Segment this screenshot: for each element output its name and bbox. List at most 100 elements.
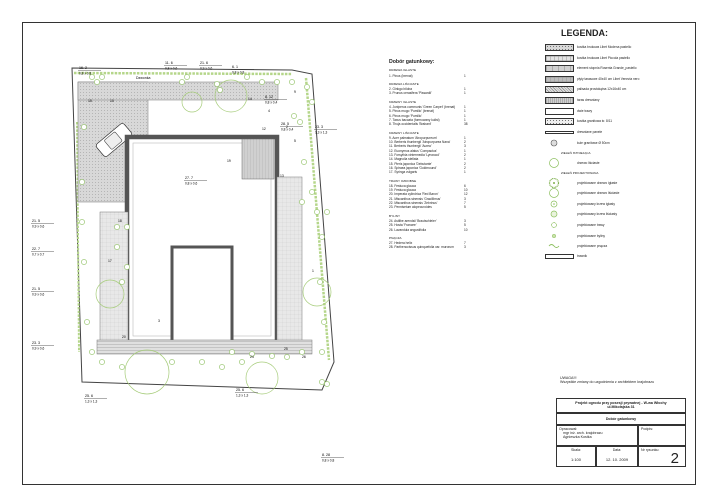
shrub-mark bbox=[309, 189, 315, 195]
shrub-mark bbox=[304, 84, 310, 90]
legend-hedge-label: trawnik bbox=[577, 253, 588, 258]
shrub-mark bbox=[84, 319, 90, 325]
shrub-mark bbox=[269, 353, 275, 359]
species-list-title: Dobór gatunkowy: bbox=[389, 59, 435, 65]
species-row: 3. Prunus cerasifera 'Pissardii'1 bbox=[372, 91, 472, 95]
species-name: 20. Imperata cylindrica 'Red Baron' bbox=[389, 192, 439, 197]
plant-tag-size: 0,8 x 0,8 bbox=[322, 459, 334, 463]
title-block-scale-cell: Skala: 1:100 bbox=[556, 446, 596, 467]
legend-label: dwie trawy bbox=[577, 108, 593, 113]
species-qty: 3 bbox=[464, 144, 466, 149]
plant-tag-code: 21. 5 bbox=[32, 287, 40, 291]
granite-ball-icon bbox=[550, 140, 558, 147]
shrub-mark bbox=[217, 87, 223, 93]
species-row: 21. Miscanthus sinensis 'Gracillimus' 3 bbox=[372, 197, 472, 201]
legend-swatch bbox=[545, 65, 574, 73]
plant-tag: 11. 60,8 x 0,6 bbox=[164, 61, 187, 71]
species-name: 12. Euonymus alatus 'Compactus' bbox=[389, 148, 437, 153]
shrub-mark bbox=[319, 379, 325, 385]
title-block-sheetno-cell: Nr rysunku: 2 bbox=[638, 446, 686, 467]
species-row: 28. Parthenocissus quinquefolia var. mur… bbox=[372, 245, 472, 249]
species-name: 18. Festuca glauca bbox=[389, 183, 416, 188]
title-block: Projekt ogrodu przy posesji prywatnej - … bbox=[556, 398, 686, 476]
legend-plant-label: projektowany krzew iglasty bbox=[577, 201, 615, 206]
plant-tag-code: 21. 6 bbox=[200, 61, 208, 65]
shrub-mark bbox=[299, 199, 305, 205]
species-name: 21. Miscanthus sinensis 'Gracillimus' bbox=[389, 196, 441, 201]
title-block-date-cell: Data: 12. 10. 2009 bbox=[596, 446, 638, 467]
shrub-mark bbox=[199, 359, 205, 365]
existing-trees bbox=[95, 79, 332, 395]
plant-tag-size: 0,8 x 0,8 bbox=[79, 72, 91, 76]
species-section-heading: DRZEWA IGLASTE bbox=[389, 68, 417, 73]
plant-number: 9 bbox=[294, 90, 296, 94]
site-plan-drawing: Dzwonka 16. 20,8 x 0,811. 60,8 x 0, bbox=[31, 61, 344, 463]
plant-tag-code: 25. 6 bbox=[85, 394, 93, 398]
species-name: 27. Hedera helix bbox=[389, 241, 413, 246]
species-row: 20. Imperata cylindrica 'Red Baron'12 bbox=[372, 192, 472, 196]
author-label: Opracował: bbox=[559, 427, 578, 431]
car-symbol bbox=[95, 123, 133, 157]
plant-tag: 8. 28 0,8 x 0,8 bbox=[321, 453, 344, 463]
sheet-no-label: Nr rysunku: bbox=[641, 448, 660, 452]
legend-plant-label: projektowany krzew liściasty bbox=[577, 212, 618, 217]
species-name: 9. Acer palmatum 'Atropurpureum' bbox=[389, 135, 438, 140]
species-name: 13. Forsythia xintermedia 'Lynwood' bbox=[389, 153, 440, 158]
legend-material-item: płyty tarasowe 40x40 cm Libet Venezia ne… bbox=[545, 75, 690, 86]
thuja-hedge-left bbox=[76, 121, 80, 353]
legend-stone-item: kule granitowe Ø 50cm bbox=[545, 138, 690, 149]
scale-label: Skala: bbox=[571, 448, 581, 452]
legend-plant-item: projektowany krzew iglasty bbox=[545, 199, 690, 210]
shrub-mark bbox=[124, 224, 130, 230]
shrub-mark bbox=[299, 349, 305, 355]
species-qty: 1 bbox=[464, 113, 466, 118]
legend-label: palisada prostokątna 12x16x40 cm bbox=[577, 87, 627, 92]
species-row: 16. Spiraea japonica 'Goldmound'2 bbox=[372, 166, 472, 170]
plant-tag: 6. 1 0,8 x 0,8 bbox=[231, 65, 254, 75]
plant-tag-size: 0,8 x 0,6 bbox=[165, 67, 177, 71]
species-qty: 1 bbox=[464, 170, 466, 175]
side-path bbox=[99, 211, 129, 343]
plant-number: 1 bbox=[312, 269, 314, 273]
species-row: 12. Euonymus alatus 'Compactus' 1 bbox=[372, 149, 472, 153]
species-qty: 1 bbox=[464, 148, 466, 153]
species-row: 22. Miscanthus sinensis 'Zebrinus'7 bbox=[372, 201, 472, 205]
shrub-mark bbox=[89, 74, 95, 80]
shrub-mark bbox=[239, 359, 245, 365]
plant-tag-size: 0,9 x 0,6 bbox=[32, 347, 44, 351]
species-row: 7. Taxus baccata (formowany kulist)1 bbox=[372, 118, 472, 122]
plant-tags: 16. 2 0,8 x 0,8 11. 60,8 x 0,6 21. 6 0,9 x 0… bbox=[31, 61, 344, 463]
shrub-mark bbox=[214, 81, 220, 87]
shrub-mark bbox=[284, 354, 290, 360]
title-block-signature-cell: Podpis: bbox=[638, 425, 686, 446]
plant-number: 19 bbox=[227, 159, 231, 163]
plant-tag-code: 16. 2 bbox=[79, 66, 87, 70]
species-name: 22. Miscanthus sinensis 'Zebrinus' bbox=[389, 201, 438, 206]
date-value: 12. 10. 2009 bbox=[605, 457, 629, 462]
shrub-mark bbox=[184, 74, 190, 80]
shrub-mark bbox=[81, 124, 87, 130]
vine-icon bbox=[548, 244, 560, 249]
plant-number: 4 bbox=[268, 109, 270, 113]
plant-tag-code: 21. 5 bbox=[32, 219, 40, 223]
species-name: 16. Spiraea japonica 'Goldmound' bbox=[389, 165, 437, 170]
shrub-mark bbox=[169, 359, 175, 365]
shrub-mark bbox=[79, 179, 85, 185]
species-row: 8. Thuja occidentalis 'Brabant'38 bbox=[372, 122, 472, 126]
species-qty: 3 bbox=[464, 196, 466, 201]
legend-plant-item: drzewo liściaste bbox=[545, 158, 690, 169]
plant-tag-size: 0,8 x 0,8 bbox=[232, 71, 244, 75]
legend-hedge-item: trawnik bbox=[545, 252, 690, 263]
big-circle-icon bbox=[549, 188, 559, 198]
plant-tag-code: 8. 28 bbox=[322, 453, 330, 457]
planned-shrubs bbox=[79, 74, 330, 387]
plant-tag: 25. 61,3 x 1,3 bbox=[84, 394, 107, 404]
species-name: 15. Pieris japonica 'Debutante' bbox=[389, 161, 432, 166]
plant-tag-code: 6. 1 bbox=[232, 65, 238, 69]
species-qty: 5 bbox=[464, 223, 466, 228]
entrance-paving bbox=[77, 81, 279, 101]
shrub-mark bbox=[314, 209, 320, 215]
